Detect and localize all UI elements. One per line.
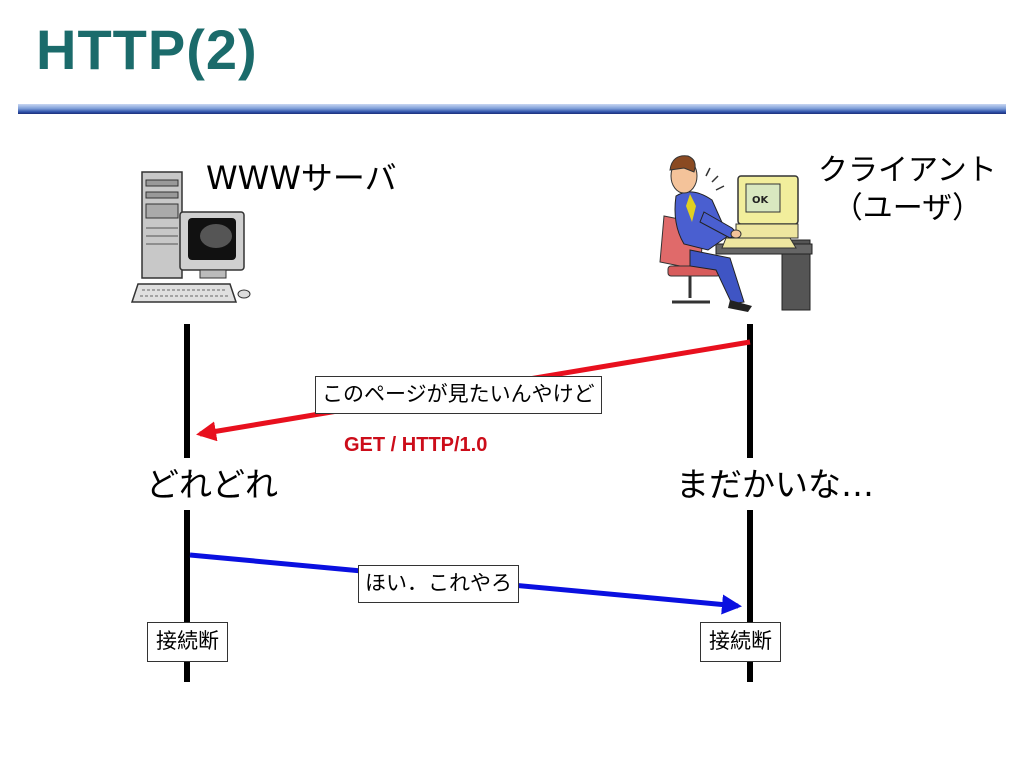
svg-text:OK: OK (752, 195, 770, 206)
request-message-box: このページが見たいんやけど (315, 376, 602, 414)
client-disconnect-box: 接続断 (700, 622, 781, 662)
client-label-line2: （ユーザ） (832, 190, 983, 226)
client-status: まだかいな… (676, 465, 874, 504)
server-status: どれどれ (146, 465, 278, 504)
server-computer-icon (130, 171, 251, 303)
slide-title: HTTP(2) (36, 18, 258, 81)
client-label: クライアント （ユーザ） (818, 152, 997, 227)
response-message-box: ほい．これやろ (358, 565, 519, 603)
title-rule (18, 104, 1006, 114)
server-disconnect-box: 接続断 (147, 622, 228, 662)
request-method-line: GET / HTTP/1.0 (344, 434, 488, 456)
server-label: WWWサーバ (206, 159, 397, 197)
client-label-line1: クライアント (818, 153, 997, 188)
user-at-computer-icon: OK (659, 155, 813, 312)
